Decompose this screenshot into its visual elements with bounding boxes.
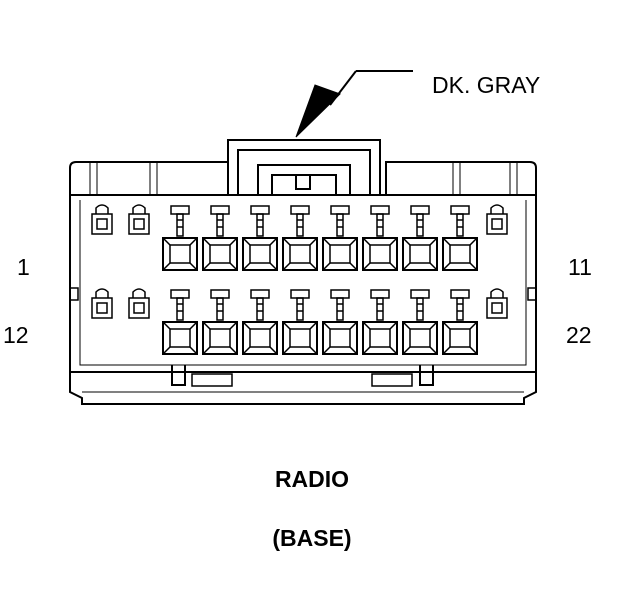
pin-cavity-14 [162,289,198,355]
connector-subtitle: (BASE) [272,525,352,551]
pin-label-22: 22 [566,322,592,348]
pin-cavity-15 [202,289,238,355]
pin-cavity-1 [91,204,113,235]
pin-cavity-6 [282,205,318,271]
pin-cavity-11 [486,204,508,235]
pin-cavity-8 [362,205,398,271]
pin-cavity-10 [442,205,478,271]
pin-cavity-3 [162,205,198,271]
pin-cavity-13 [128,288,150,319]
pin-cavity-7 [322,205,358,271]
wire-color-label: DK. GRAY [432,72,541,98]
pin-cavity-20 [402,289,438,355]
pin-cavities [91,204,508,355]
pin-cavity-22 [486,288,508,319]
pin-cavity-4 [202,205,238,271]
leader-arrow [295,70,413,138]
pin-cavity-18 [322,289,358,355]
pin-cavity-9 [402,205,438,271]
pin-cavity-17 [282,289,318,355]
pin-cavity-16 [242,289,278,355]
pin-cavity-2 [128,204,150,235]
connector-title: RADIO [274,466,350,492]
pin-label-12: 12 [3,322,29,348]
pin-cavity-21 [442,289,478,355]
pin-cavity-19 [362,289,398,355]
pin-label-1: 1 [17,254,30,280]
pin-label-11: 11 [568,254,592,280]
pin-cavity-5 [242,205,278,271]
connector-body [69,139,537,405]
pin-cavity-12 [91,288,113,319]
